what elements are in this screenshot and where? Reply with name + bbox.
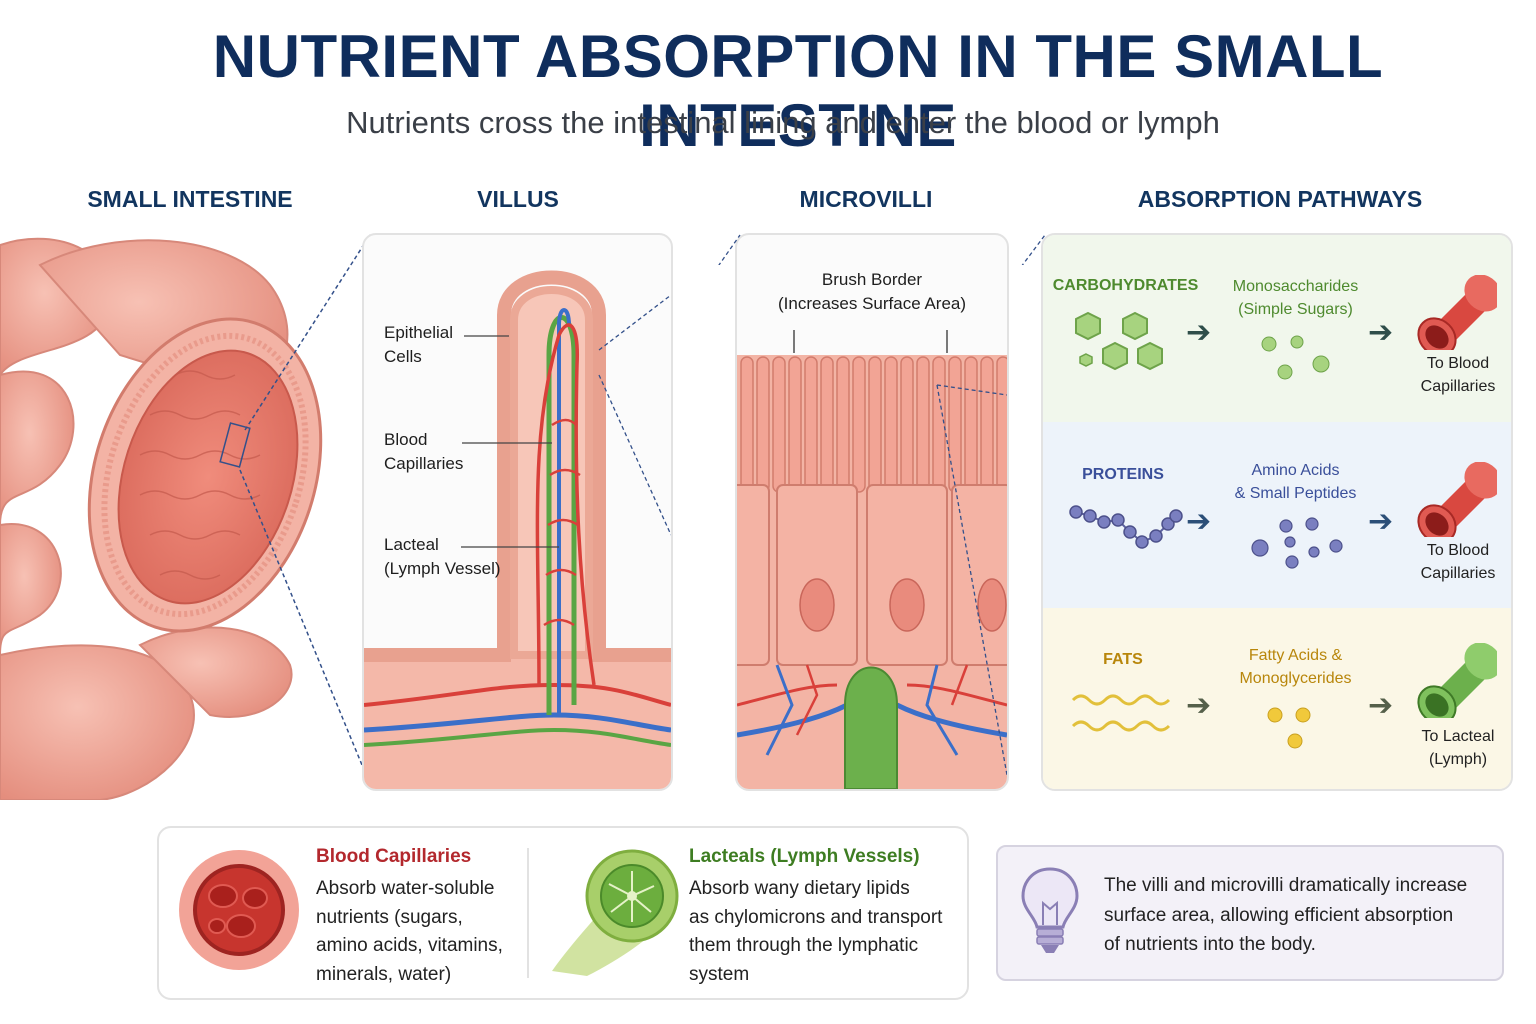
microvillus-finger	[932, 356, 946, 493]
lightbulb-icon	[1021, 867, 1079, 953]
note-panel: The villi and microvilli dramatically in…	[996, 845, 1504, 981]
fatty-acid-chains-icon	[1071, 694, 1171, 732]
glucose-molecules-icon	[1075, 311, 1163, 371]
arrow-right-icon: ➔	[1368, 689, 1394, 722]
page-title: NUTRIENT ABSORPTION IN THE SMALL INTESTI…	[212, 23, 1384, 159]
microvillus-finger	[948, 356, 962, 493]
pathway-row-carbohydrates: CARBOHYDRATES ➔ Monosaccharides(Simple S…	[1043, 235, 1511, 422]
microvillus-finger	[836, 356, 850, 493]
section-title-microvilli: MICROVILLI	[799, 186, 933, 212]
absorption-pathways-panel: CARBOHYDRATES ➔ Monosaccharides(Simple S…	[1041, 233, 1513, 791]
microvillus-finger	[804, 356, 818, 493]
pathway-row-fats: FATS ➔ Fatty Acids &Monoglycerides ➔ To …	[1043, 608, 1511, 789]
arrow-right-icon: ➔	[1186, 316, 1212, 349]
connector-lines	[718, 234, 1046, 265]
microvilli-panel: Brush Border(Increases Surface Area)	[735, 233, 1009, 791]
microvillus-finger	[900, 356, 914, 493]
microvillus-finger	[852, 356, 866, 493]
pathway-row-proteins: PROTEINS ➔ Amino Acids& Small Peptides ➔	[1043, 422, 1511, 608]
arrow-right-icon: ➔	[1186, 505, 1212, 538]
pathway-product: Amino Acids& Small Peptides	[1234, 462, 1357, 502]
arrow-right-icon: ➔	[1368, 316, 1394, 349]
microvillus-finger	[788, 356, 802, 493]
pathway-nutrient: CARBOHYDRATES	[1052, 277, 1199, 294]
microvillus-finger	[916, 356, 930, 493]
note-text: The villi and microvilli dramatically in…	[1104, 875, 1468, 955]
blood-vessel-icon	[1417, 275, 1497, 350]
protein-chain-icon	[1069, 505, 1183, 549]
pathway-nutrient: FATS	[1103, 651, 1143, 668]
page-subtitle: Nutrients cross the intestinal lining an…	[346, 105, 1220, 140]
legend-lacteal-title: Lacteals (Lymph Vessels)	[689, 846, 920, 867]
label-lacteal: Lacteal(Lymph Vessel)	[384, 535, 501, 578]
amino-acid-dots-icon	[1251, 517, 1343, 569]
microvillus-finger	[964, 356, 978, 493]
blood-capillary-cross-section-icon	[179, 850, 299, 970]
label-brush-border: Brush Border(Increases Surface Area)	[777, 270, 967, 313]
microvillus-finger	[740, 356, 754, 493]
small-intestine-illustration	[0, 234, 370, 800]
microvillus-finger	[884, 356, 898, 493]
blood-vessel-icon	[1417, 462, 1497, 537]
microvillus-finger	[756, 356, 770, 493]
villus-illustration	[364, 270, 671, 789]
pathway-destination: To Lacteal(Lymph)	[1421, 728, 1495, 768]
microvillus-finger	[868, 356, 882, 493]
arrow-right-icon: ➔	[1186, 689, 1212, 722]
section-title-small-intestine: SMALL INTESTINE	[87, 186, 293, 212]
fatty-acid-dots-icon	[1267, 707, 1311, 749]
section-title-absorption-pathways: ABSORPTION PATHWAYS	[1137, 186, 1423, 212]
legend-divider	[527, 848, 529, 978]
microvilli-illustration	[737, 330, 1007, 789]
pathway-nutrient: PROTEINS	[1082, 466, 1164, 483]
monosaccharide-dots-icon	[1261, 335, 1330, 380]
microvillus-finger	[772, 356, 786, 493]
lacteal-cross-section-icon	[552, 849, 679, 976]
microvillus-finger	[996, 356, 1007, 493]
microvillus-finger	[820, 356, 834, 493]
pathway-product: Fatty Acids &Monoglycerides	[1239, 647, 1352, 687]
legend-blood-title: Blood Capillaries	[316, 846, 472, 867]
arrow-right-icon: ➔	[1368, 505, 1394, 538]
pathway-product: Monosaccharides(Simple Sugars)	[1232, 278, 1359, 318]
microvillus-finger	[980, 356, 994, 493]
lymph-vessel-icon	[1417, 643, 1497, 718]
section-title-villus: VILLUS	[477, 186, 559, 212]
